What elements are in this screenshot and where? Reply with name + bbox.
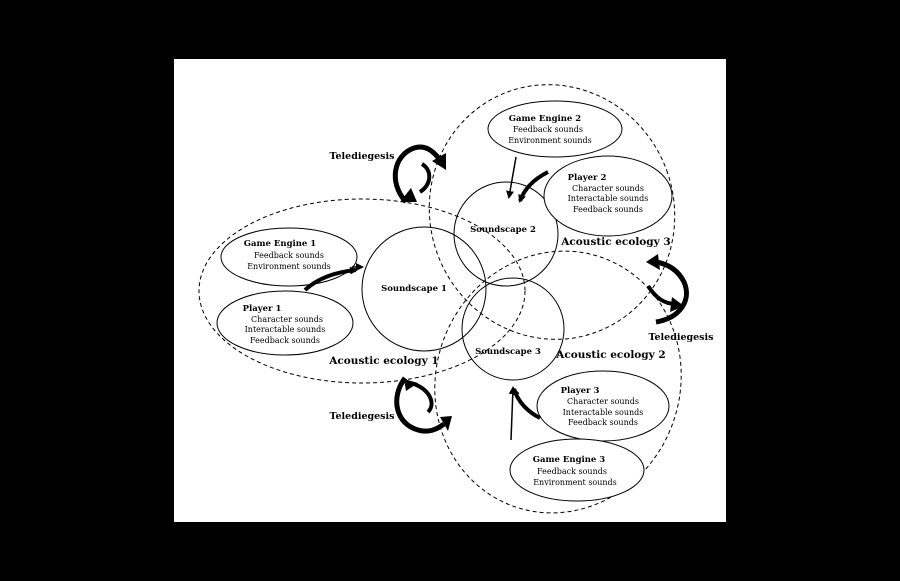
acoustic-ecology-1-label: Acoustic ecology 1 [328,355,438,367]
soundscape-3-circle [461,277,565,381]
acoustic-ecology-2-boundary [434,250,682,514]
telediegesis-arrows-top [392,144,446,204]
player-3-line-3: Feedback sounds [568,418,638,427]
player-3-line-1: Character sounds [567,397,639,406]
player-2-title: Player 2 [568,173,607,183]
arrow-game-engine-3-to-soundscape-3 [508,386,517,441]
player-2-ellipse [543,155,673,237]
telediegesis-arrows-bottom [394,376,452,434]
telediegesis-arrows-right [646,254,689,325]
telediegesis-label-right: Telediegesis [649,332,714,343]
game-engine-1-line-2: Environment sounds [247,262,331,271]
soundscape-3-label: Soundscape 3 [475,347,541,357]
player-1-ellipse [216,290,354,356]
game-engine-3-title: Game Engine 3 [533,455,606,465]
player-2-line-2: Interactable sounds [568,194,649,203]
diagram-canvas [174,59,726,522]
telediegesis-label-bottom: Telediegesis [330,411,395,422]
soundscape-1-label: Soundscape 1 [381,284,447,294]
acoustic-ecology-1-boundary [198,198,526,384]
player-1-line-1: Character sounds [251,315,323,324]
soundscape-1-circle [361,226,487,352]
player-2-line-1: Character sounds [572,184,644,193]
acoustic-ecology-3-boundary [428,84,676,340]
arrow-player-2-to-soundscape-2 [518,170,549,203]
game-engine-1-line-1: Feedback sounds [254,251,324,260]
arrow-player-1-to-soundscape-1 [303,266,358,292]
game-engine-2-line-2: Environment sounds [508,136,592,145]
player-2-line-3: Feedback sounds [573,205,643,214]
game-engine-1-title: Game Engine 1 [244,239,317,249]
game-engine-3-line-2: Environment sounds [533,478,617,487]
player-3-ellipse [536,370,670,442]
acoustic-ecology-3-label: Acoustic ecology 3 [560,236,670,248]
game-engine-3-ellipse [509,438,645,502]
soundscape-2-circle [453,181,559,287]
game-engine-3-line-1: Feedback sounds [537,467,607,476]
game-engine-2-line-1: Feedback sounds [513,125,583,134]
arrow-game-engine-2-to-soundscape-2 [506,156,517,199]
player-3-line-2: Interactable sounds [563,408,644,417]
game-engine-2-title: Game Engine 2 [509,114,582,124]
game-engine-2-ellipse [487,100,623,158]
soundscape-2-label: Soundscape 2 [470,225,536,235]
telediegesis-label-top: Telediegesis [330,151,395,162]
acoustic-ecology-2-label: Acoustic ecology 2 [555,349,665,361]
game-engine-1-ellipse [220,227,358,287]
player-1-title: Player 1 [243,304,282,314]
player-3-title: Player 3 [561,386,600,396]
player-1-line-3: Feedback sounds [250,336,320,345]
player-1-line-2: Interactable sounds [245,325,326,334]
